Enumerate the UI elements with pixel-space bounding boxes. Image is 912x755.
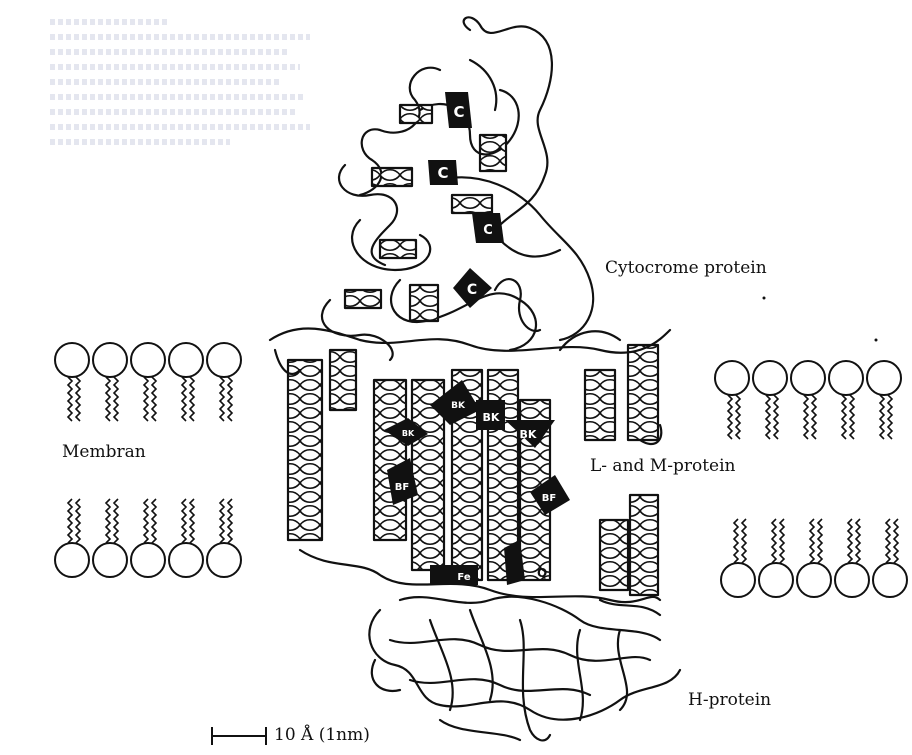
heme-label-3: C [483, 223, 493, 238]
iron-marker [430, 565, 478, 585]
bf-label-1: BF [395, 482, 409, 493]
bk-label-2: BK [483, 411, 500, 424]
right-membrane [715, 361, 907, 597]
cytochrome-subunit [322, 17, 593, 360]
protein-complex [270, 17, 680, 740]
membrane-label: Membran [62, 442, 146, 462]
h-protein-subunit [369, 597, 680, 741]
speck [763, 297, 766, 300]
heme-label-4: C [467, 282, 477, 298]
q-label: Q [537, 566, 547, 580]
bk-label-4: BK [402, 429, 415, 438]
speck [875, 339, 878, 342]
bf-label-2: BF [542, 493, 556, 504]
heme-label-1: C [453, 103, 464, 121]
lm-protein-label: L- and M-protein [590, 456, 735, 476]
cytochrome-protein-label: Cytocrome protein [605, 258, 767, 278]
scale-bar-label: 10 Å (1nm) [274, 725, 370, 745]
fe-label: Fe [457, 572, 470, 583]
heme-label-2: C [437, 164, 448, 182]
bk-label-1: BK [451, 401, 466, 411]
bk-label-3: BK [520, 428, 537, 441]
scale-bar [212, 727, 266, 745]
h-protein-label: H-protein [688, 690, 771, 710]
